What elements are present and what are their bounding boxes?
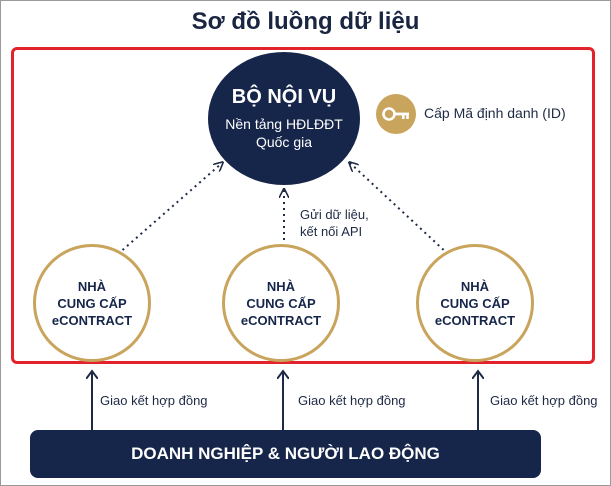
page-title: Sơ đồ luồng dữ liệu bbox=[191, 8, 420, 35]
id-badge-label: Cấp Mã định danh (ID) bbox=[424, 105, 566, 121]
provider-line2: CUNG CẤP bbox=[246, 295, 316, 311]
provider-line3: eCONTRACT bbox=[240, 312, 322, 328]
provider-line2: CUNG CẤP bbox=[57, 295, 127, 311]
contract-label-center: Giao kết hợp đồng bbox=[298, 393, 406, 408]
provider-line1: NHÀ bbox=[460, 278, 490, 294]
ministry-subtitle-line1: Nền tảng HĐLĐĐT bbox=[225, 116, 343, 132]
highlight-box bbox=[11, 47, 595, 364]
key-icon bbox=[376, 94, 416, 134]
provider-node-center: NHÀ CUNG CẤP eCONTRACT bbox=[222, 244, 340, 362]
flow-label: Gửi dữ liệu, kết nối API bbox=[300, 206, 369, 240]
flow-label-line2: kết nối API bbox=[300, 224, 363, 239]
contract-label-left: Giao kết hợp đồng bbox=[100, 393, 208, 408]
contract-label-right: Giao kết hợp đồng bbox=[490, 393, 598, 408]
provider-line3: eCONTRACT bbox=[51, 312, 133, 328]
provider-line3: eCONTRACT bbox=[434, 312, 516, 328]
provider-node-left: NHÀ CUNG CẤP eCONTRACT bbox=[33, 244, 151, 362]
ministry-subtitle-line2: Quốc gia bbox=[255, 134, 313, 150]
provider-line1: NHÀ bbox=[266, 278, 296, 294]
enterprise-worker-label: DOANH NGHIỆP & NGƯỜI LAO ĐỘNG bbox=[131, 444, 440, 463]
flow-label-line1: Gửi dữ liệu, bbox=[300, 207, 369, 222]
ministry-node: BỘ NỘI VỤ Nền tảng HĐLĐĐT Quốc gia bbox=[208, 52, 360, 185]
connector-left bbox=[117, 163, 222, 255]
enterprise-worker-bar: DOANH NGHIỆP & NGƯỜI LAO ĐỘNG bbox=[30, 430, 541, 478]
provider-line1: NHÀ bbox=[77, 278, 107, 294]
provider-node-right: NHÀ CUNG CẤP eCONTRACT bbox=[416, 244, 534, 362]
ministry-name: BỘ NỘI VỤ bbox=[231, 86, 337, 108]
connector-right bbox=[350, 163, 449, 255]
provider-line2: CUNG CẤP bbox=[440, 295, 510, 311]
